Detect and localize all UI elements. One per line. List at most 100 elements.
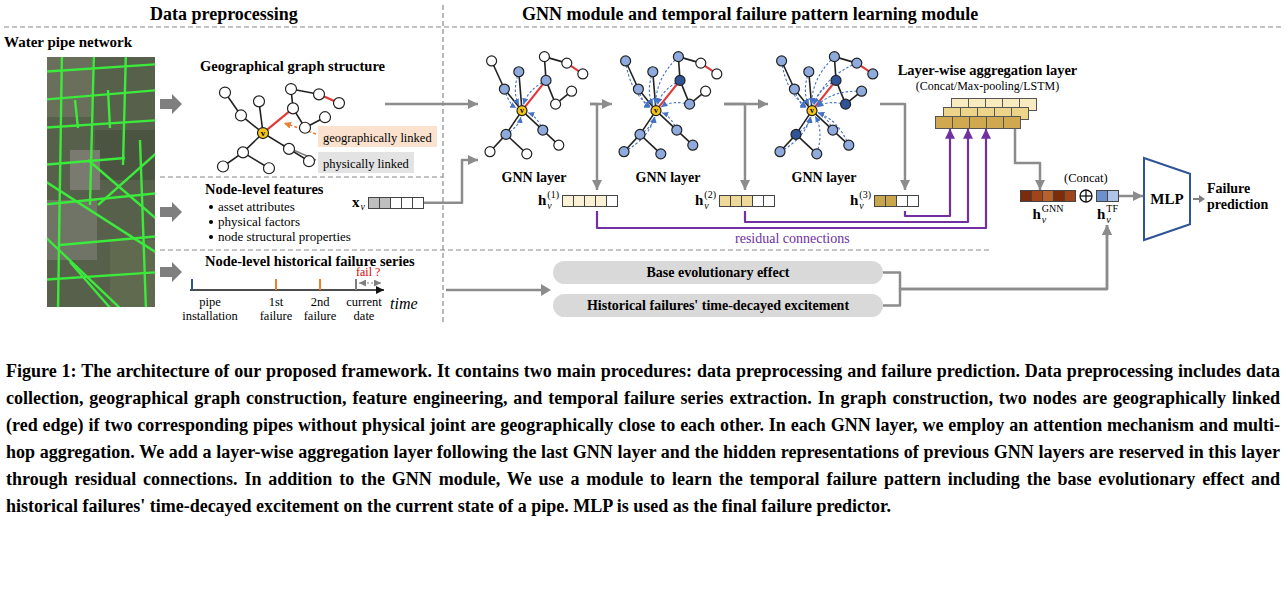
output-arrow <box>1193 198 1200 200</box>
pipe-node <box>791 129 801 139</box>
pipe-edge <box>519 72 522 111</box>
vector-symbol: hTFv <box>1097 204 1118 225</box>
feature-vector: xv <box>352 193 424 213</box>
pipe-node <box>551 99 561 109</box>
vector-name: h <box>538 193 546 208</box>
connector <box>1119 195 1143 198</box>
section-title: GNN module and temporal failure pattern … <box>522 4 978 26</box>
connector <box>883 225 1107 289</box>
vector-name: h <box>850 193 858 208</box>
pipe-node <box>812 149 822 159</box>
pipe-node <box>621 56 631 66</box>
feature-vector <box>719 195 775 207</box>
section-divider <box>4 26 1284 27</box>
timeline <box>190 289 384 291</box>
pipe-node <box>672 125 682 135</box>
pipe-node <box>635 129 645 139</box>
pipe-node <box>320 112 331 123</box>
pipe-node <box>539 52 549 62</box>
pipe-node <box>829 52 839 62</box>
connector <box>1015 129 1040 190</box>
flow-arrow <box>160 94 182 282</box>
node-marker: v <box>810 107 814 115</box>
layer-label: GNN layer <box>502 170 567 186</box>
pipe-node <box>218 161 229 172</box>
section-title: Data preprocessing <box>150 4 298 26</box>
panel-heading: Water pipe network <box>4 33 132 51</box>
failure-question: fail ? <box>356 265 380 279</box>
pipe-node <box>675 75 685 85</box>
bullet-dot <box>209 220 213 224</box>
embedding-vector <box>935 116 1021 129</box>
satellite-map <box>90 57 94 205</box>
geographic-edge <box>522 80 546 110</box>
pipe-node <box>288 103 299 114</box>
callout-box: physically linked <box>318 152 414 173</box>
bullet-dot <box>209 235 213 239</box>
figure-caption: Figure 1: The architecture of our propos… <box>6 358 1280 520</box>
satellite-map <box>47 57 155 307</box>
pipe-node <box>868 69 878 79</box>
connector <box>745 129 968 222</box>
feature-vector: h(3)v <box>850 190 919 211</box>
pipe-edge <box>809 72 812 111</box>
vector-name: x <box>352 195 360 210</box>
subscript: v <box>859 201 871 212</box>
pipe-node <box>487 56 497 66</box>
feature-vector <box>874 195 919 207</box>
satellite-map <box>70 262 112 307</box>
superscript: (1) <box>547 190 559 201</box>
pipe-node <box>304 156 315 167</box>
module-label: Historical failures' time-decayed excite… <box>587 298 849 314</box>
index-stack: v <box>361 193 365 213</box>
pipe-node <box>562 58 572 68</box>
satellite-map <box>47 232 122 307</box>
callout-text: physically linked <box>323 157 409 171</box>
node-marker: v <box>520 107 524 115</box>
satellite-map <box>47 272 155 280</box>
pipe-node <box>264 163 275 174</box>
section-divider <box>160 176 443 177</box>
vector-symbol: h(1)v <box>538 190 559 211</box>
vector-symbol: h(3)v <box>850 190 871 211</box>
index-stack: GNNv <box>1042 204 1064 225</box>
gnn-layer: GNN layer <box>768 40 880 186</box>
trapezoid-outline <box>1144 158 1190 240</box>
vector-name: h <box>1032 207 1040 222</box>
timeline-event: 2nd failure <box>299 295 341 324</box>
subscript: v <box>547 201 559 212</box>
vector-cell <box>1064 190 1076 202</box>
callout-text: geographically linked <box>323 131 432 145</box>
output-label: Failure prediction <box>1207 181 1283 213</box>
feature-vector: hTFv <box>1096 190 1119 225</box>
pipe-node <box>284 143 295 154</box>
superscript: (2) <box>704 190 716 201</box>
pipe-node <box>696 58 706 68</box>
flow-arrow <box>446 289 543 292</box>
connector <box>424 160 478 203</box>
connector <box>724 104 745 190</box>
attention-arrow <box>624 117 654 152</box>
attention-arrow <box>780 117 810 152</box>
pipe-node <box>804 67 814 77</box>
pipe-node <box>501 129 511 139</box>
pipe-node <box>831 75 841 85</box>
panel-heading: Geographical graph structure <box>200 58 385 75</box>
pipe-node <box>777 56 787 66</box>
section-divider <box>4 5 1284 322</box>
satellite-map <box>47 178 155 255</box>
satellite-map <box>47 120 155 128</box>
feature-vector <box>562 195 618 207</box>
timeline <box>355 279 357 290</box>
vector-symbol: h(2)v <box>695 190 716 211</box>
vector-cell <box>763 195 775 207</box>
satellite-map <box>47 90 155 100</box>
graph-illustration <box>619 52 722 159</box>
vector-cell <box>412 197 424 209</box>
feature-vector: h(1)v <box>538 190 618 211</box>
connector <box>385 103 478 106</box>
pipe-node <box>514 67 524 77</box>
vector-name: h <box>695 193 703 208</box>
superscript: TF <box>1106 204 1118 215</box>
